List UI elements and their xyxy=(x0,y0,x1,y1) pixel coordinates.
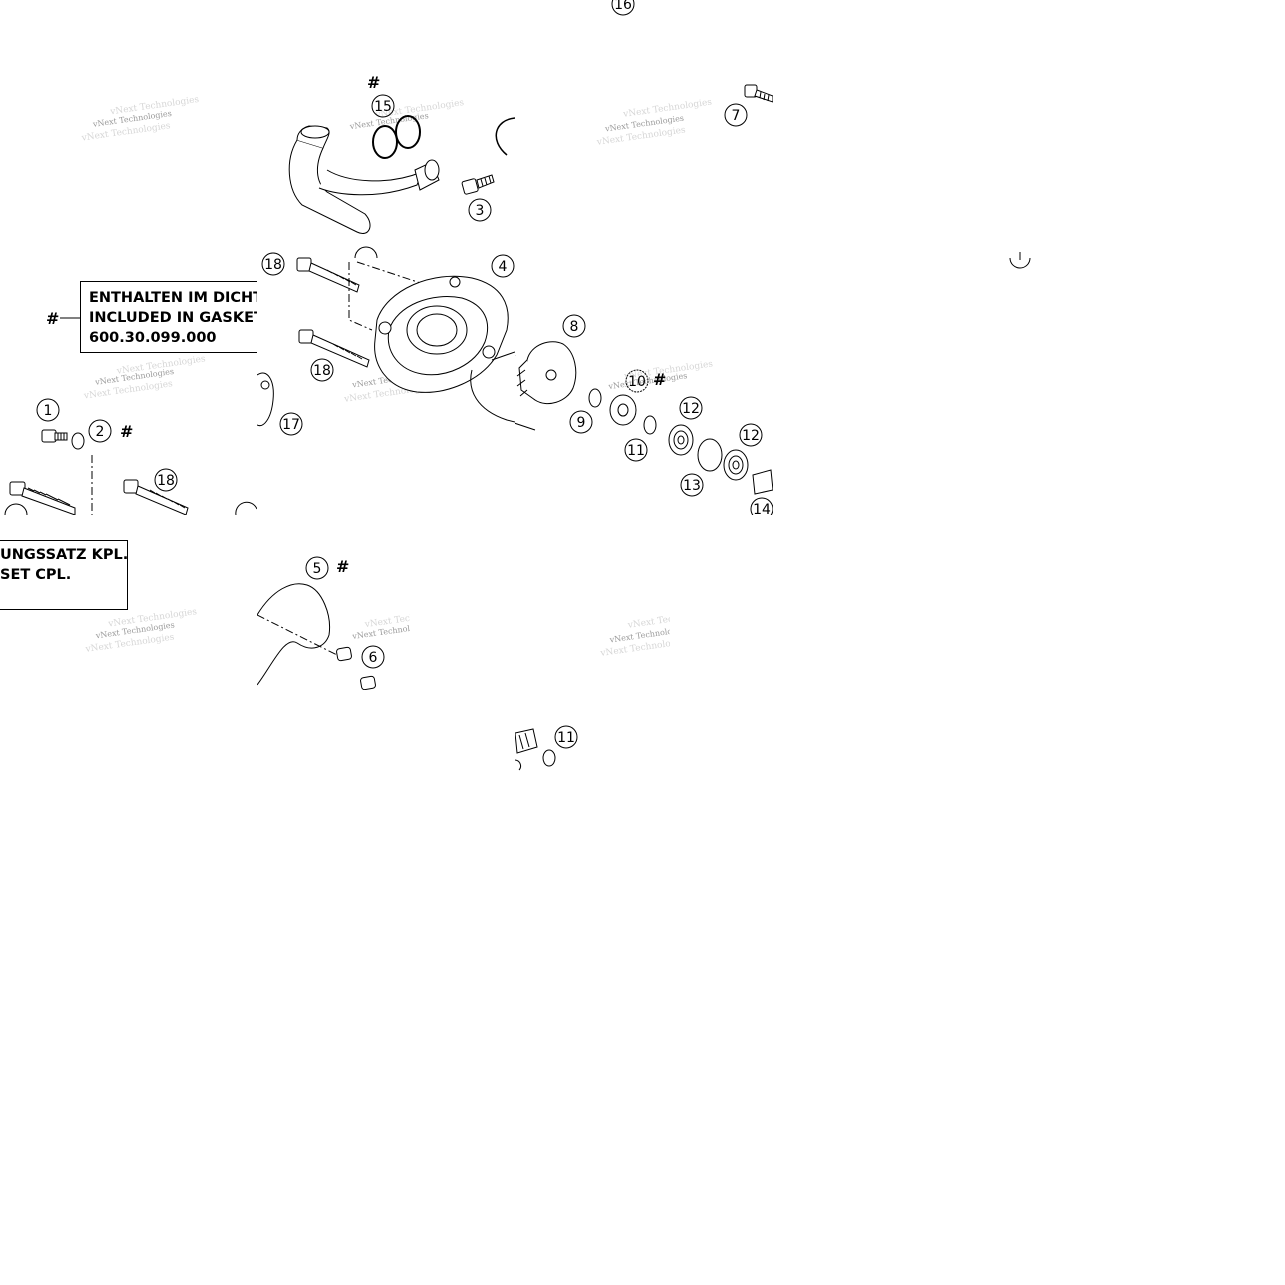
hex-screw-icon xyxy=(41,429,68,443)
diagram-left-top-drawing: vNext Technologies vNext Technologies vN… xyxy=(4,95,257,515)
circlip-icon xyxy=(643,415,657,435)
callout-1: 1 xyxy=(44,403,53,419)
callout-6: 6 xyxy=(369,650,378,666)
gasket-note-line1: ENTHALTEN IM DICHT xyxy=(89,290,257,306)
callout-10: 10 xyxy=(628,374,646,390)
long-bolt-icon xyxy=(298,329,370,368)
bearing-icon xyxy=(668,424,694,456)
diagram-tile-left-top: vNext Technologies vNext Technologies vN… xyxy=(0,0,257,515)
diagram-right-bottom-drawing: vNext Technologies vNext Technologies vN… xyxy=(599,608,670,659)
hash-mark: # xyxy=(120,422,133,441)
gasket-wire-icon xyxy=(257,583,331,686)
diagram-left-bottom-drawing: vNext Technologies vNext Technologies vN… xyxy=(84,607,198,655)
bearing-icon xyxy=(723,449,749,481)
callout-12: 12 xyxy=(682,401,700,417)
impeller-icon xyxy=(516,341,577,404)
diagram-right-top-drawing: vNext Technologies vNext Technologies vN… xyxy=(515,0,773,515)
callout-17: 17 xyxy=(282,417,300,433)
diagram-tile-center-bottom: vNext Technologies vNext Technologies 5 … xyxy=(257,515,410,690)
o-ring-icon xyxy=(395,115,421,149)
washer-icon xyxy=(71,432,85,450)
diagram-tile-right-bottom: vNext Technologies vNext Technologies vN… xyxy=(515,515,670,690)
callout-5: 5 xyxy=(313,561,322,577)
gasket-note-line3: 600.30.099.000 xyxy=(89,330,217,346)
callout-11-b: 11 xyxy=(557,730,575,746)
diagram-tile-center-top: vNext Technologies vNext Technologies vN… xyxy=(257,0,515,515)
callout-4: 4 xyxy=(499,259,508,275)
callout-18-a: 18 xyxy=(264,257,282,273)
diagram-center-top-drawing: vNext Technologies vNext Technologies vN… xyxy=(257,73,515,436)
gasket-note-box-continued xyxy=(0,540,128,610)
callout-13: 13 xyxy=(683,478,701,494)
callout-16: 16 xyxy=(614,0,632,13)
diagram-bottom-fragment-drawing: 11 xyxy=(515,725,578,771)
dowel-pin-icon xyxy=(336,646,376,690)
hex-screw-icon xyxy=(744,84,773,103)
callout-18-b: 18 xyxy=(313,363,331,379)
gasket-note-line1-end: UNGSSATZ KPL. xyxy=(0,547,129,563)
gasket-note-box xyxy=(80,281,257,353)
hash-mark: # xyxy=(653,370,666,389)
gasket-note-line2-end: SET CPL. xyxy=(0,567,72,583)
callout-15: 15 xyxy=(374,99,392,115)
coolant-hose-icon xyxy=(288,125,440,234)
callout-9: 9 xyxy=(577,415,586,431)
diagram-tile-right-top: vNext Technologies vNext Technologies vN… xyxy=(515,0,773,515)
washer-icon xyxy=(588,388,602,408)
callout-2: 2 xyxy=(96,424,105,440)
hash-mark: # xyxy=(367,73,380,92)
callout-7: 7 xyxy=(732,108,741,124)
callout-18-c: 18 xyxy=(157,473,175,489)
callout-11: 11 xyxy=(627,443,645,459)
callout-12-b: 12 xyxy=(742,428,760,444)
hash-mark: # xyxy=(336,557,349,576)
pump-shaft-icon xyxy=(515,728,538,754)
diagram-center-bottom-drawing: vNext Technologies vNext Technologies 5 … xyxy=(257,556,410,690)
gasket-note-line2: INCLUDED IN GASKET xyxy=(89,310,257,326)
o-ring-icon xyxy=(372,125,398,159)
hex-screw-icon xyxy=(461,174,495,195)
circlip-icon xyxy=(542,749,556,767)
pump-shaft-icon xyxy=(752,469,773,495)
diagram-tile-left-bottom: vNext Technologies vNext Technologies vN… xyxy=(0,515,257,690)
callout-3: 3 xyxy=(476,203,485,219)
callout-8: 8 xyxy=(570,319,579,335)
diagram-fragment xyxy=(1009,252,1031,269)
hash-mark: # xyxy=(46,309,59,328)
diagram-tile-bottom-fragment: 11 xyxy=(515,725,580,775)
long-bolt-icon xyxy=(296,257,360,293)
circlip-icon xyxy=(697,438,723,472)
callout-14: 14 xyxy=(753,502,771,515)
pump-cover-icon xyxy=(374,275,509,393)
